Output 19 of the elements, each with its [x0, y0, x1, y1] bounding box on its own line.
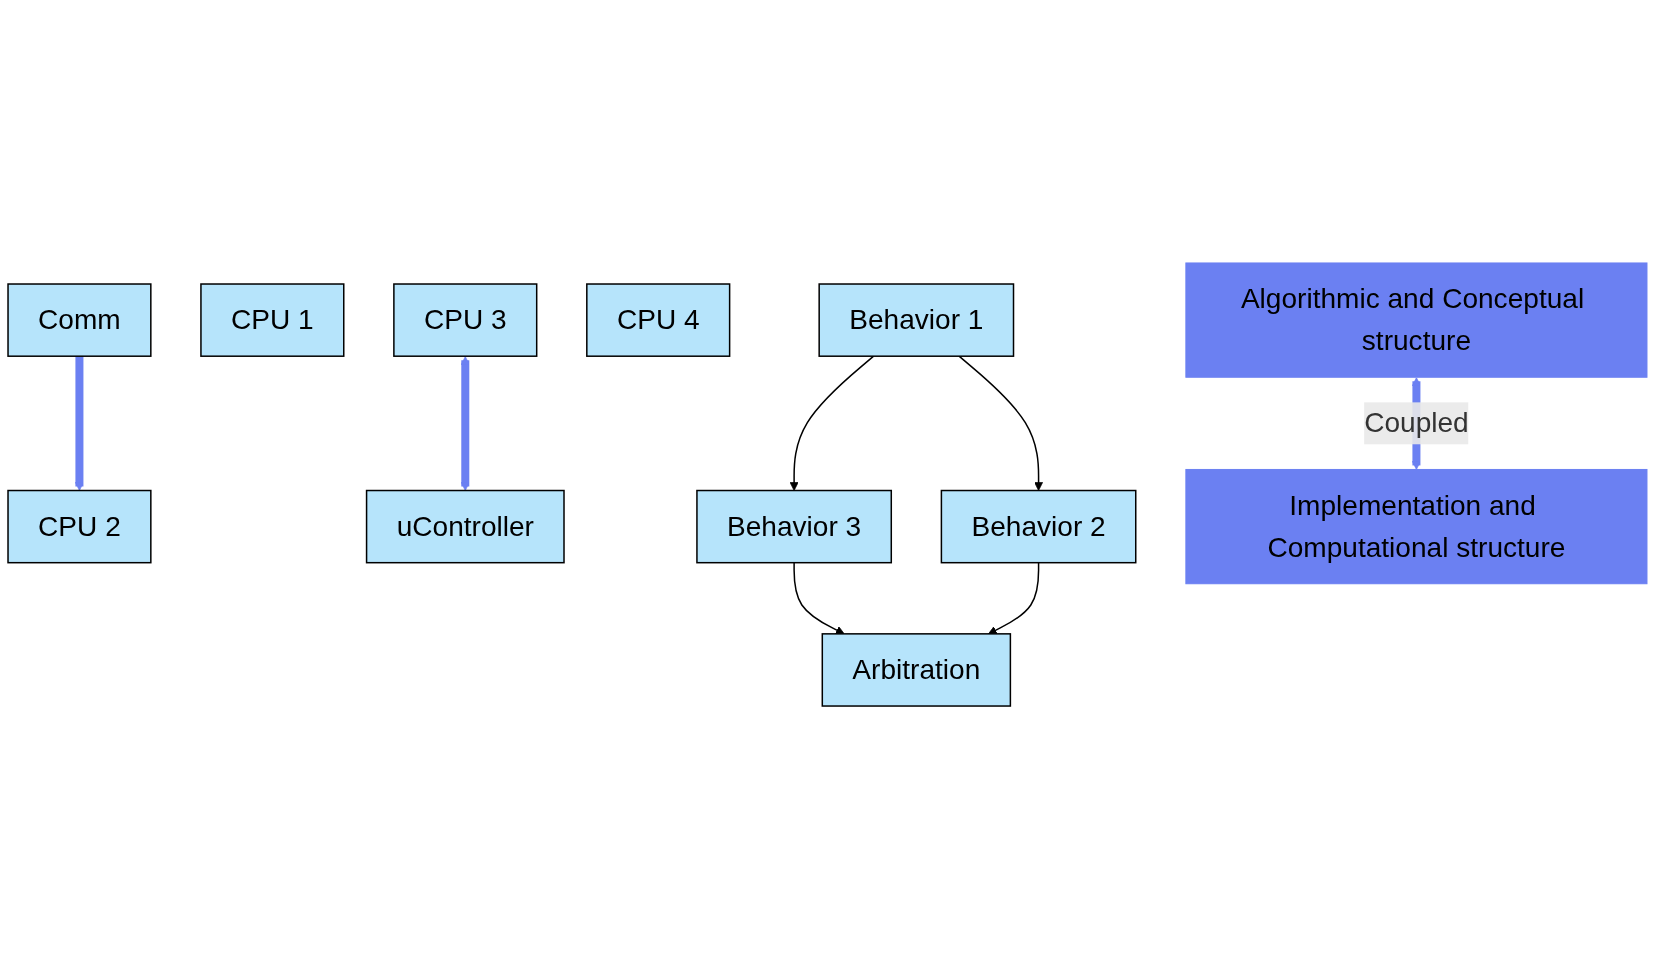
arrow [75, 356, 84, 491]
node-box: CPU 1 [200, 283, 345, 357]
node-box: Comm [7, 283, 152, 357]
arrow [789, 355, 875, 491]
node-box: Behavior 1 [818, 283, 1015, 357]
node-box: Behavior 2 [940, 489, 1137, 564]
arrow [460, 356, 470, 491]
node-box: Implementation and Computational structure [1185, 468, 1648, 585]
node-box: Algorithmic and Conceptual structure [1185, 262, 1648, 378]
node-box: CPU 3 [393, 283, 538, 357]
node-box: uController [365, 489, 565, 564]
arrow [793, 561, 845, 635]
node-box: Arbitration [821, 633, 1012, 707]
arrow [958, 355, 1043, 491]
edge-label: Coupled [1364, 407, 1469, 439]
arrow [988, 561, 1040, 635]
node-box: Behavior 3 [696, 489, 893, 564]
node-box: CPU 4 [586, 283, 731, 357]
node-box: CPU 2 [7, 489, 152, 564]
